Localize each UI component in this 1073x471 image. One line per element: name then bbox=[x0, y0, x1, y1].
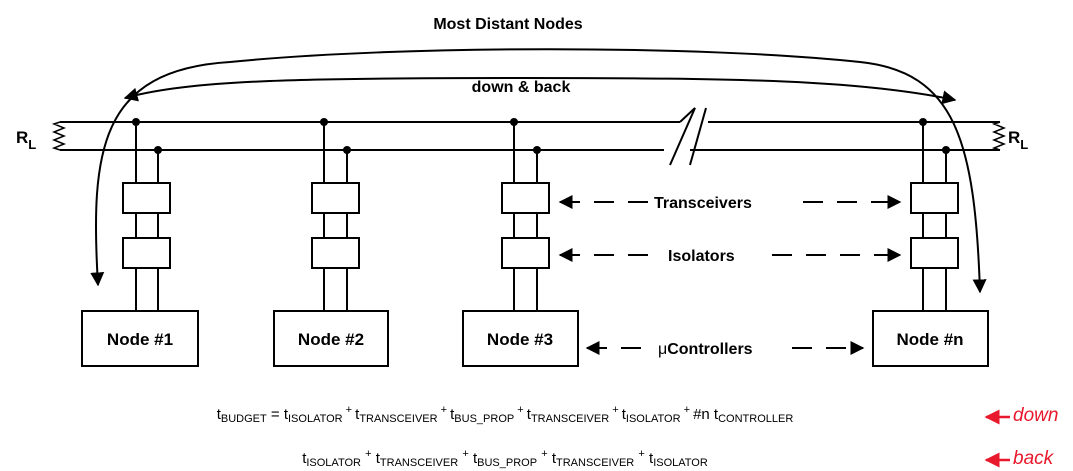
isolator-n bbox=[910, 237, 959, 269]
transceiver-3 bbox=[501, 182, 550, 214]
rl-right-label: RL bbox=[1008, 128, 1028, 152]
node-3-box bbox=[462, 310, 579, 367]
node-n-label: Node #n bbox=[896, 330, 963, 349]
node-1-box bbox=[81, 310, 199, 367]
node-n-box bbox=[872, 310, 989, 367]
transceiver-1 bbox=[122, 182, 171, 214]
equation-back: tISOLATOR + tTRANSCEIVER + tBUS_PROP + t… bbox=[302, 448, 708, 469]
rl-left-label: RL bbox=[16, 128, 36, 152]
diagram-title: Most Distant Nodes bbox=[433, 16, 582, 33]
node-3-label: Node #3 bbox=[487, 330, 553, 349]
down-legend-label: down bbox=[1013, 405, 1059, 426]
node-2-box bbox=[273, 310, 389, 367]
junction-dots bbox=[132, 118, 950, 154]
back-legend-label: back bbox=[1013, 448, 1054, 469]
node-1-label: Node #1 bbox=[107, 330, 173, 349]
isolator-3 bbox=[501, 237, 550, 269]
bus-lines bbox=[60, 107, 1000, 166]
termination-resistors bbox=[51, 121, 1007, 151]
annotation-arrows bbox=[558, 195, 902, 355]
isolators-label: Isolators bbox=[668, 248, 735, 265]
round-trip-arcs bbox=[90, 48, 987, 294]
transceiver-2 bbox=[311, 182, 360, 214]
isolator-1 bbox=[122, 237, 171, 269]
transceiver-n bbox=[910, 182, 959, 214]
transceivers-label: Transceivers bbox=[654, 195, 752, 212]
node-stacks bbox=[81, 122, 989, 367]
diagram-subtitle: down & back bbox=[472, 79, 571, 96]
equation-down: tBUDGET = tISOLATOR + tTRANSCEIVER + tBU… bbox=[216, 404, 794, 425]
node-2-label: Node #2 bbox=[298, 330, 364, 349]
controllers-label: μControllers bbox=[658, 341, 753, 358]
isolator-2 bbox=[311, 237, 360, 269]
